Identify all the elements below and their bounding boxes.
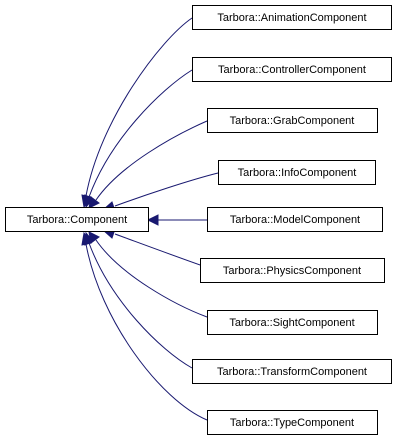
edge-controller (88, 69, 193, 198)
arrow-model (146, 214, 159, 226)
derived-class-label: Tarbora::InfoComponent (238, 167, 357, 179)
edge-animation (85, 17, 193, 197)
derived-class-label: Tarbora::GrabComponent (230, 115, 355, 127)
edge-physics (114, 233, 204, 267)
derived-class-label: Tarbora::SightComponent (229, 317, 354, 329)
derived-class-node-physics[interactable]: Tarbora::PhysicsComponent (200, 258, 385, 283)
derived-class-node-info[interactable]: Tarbora::InfoComponent (218, 160, 376, 185)
derived-class-label: Tarbora::TransformComponent (217, 366, 367, 378)
base-class-label: Tarbora::Component (27, 214, 127, 226)
edge-sight (95, 239, 208, 318)
derived-class-node-type[interactable]: Tarbora::TypeComponent (207, 410, 378, 435)
derived-class-node-transform[interactable]: Tarbora::TransformComponent (192, 359, 392, 384)
derived-class-label: Tarbora::AnimationComponent (217, 12, 366, 24)
edge-type (85, 243, 208, 421)
derived-class-label: Tarbora::ModelComponent (230, 214, 360, 226)
edge-info (114, 172, 219, 207)
derived-class-label: Tarbora::TypeComponent (230, 417, 354, 429)
edge-transform (88, 242, 193, 369)
derived-class-node-sight[interactable]: Tarbora::SightComponent (207, 310, 378, 335)
derived-class-label: Tarbora::ControllerComponent (218, 64, 366, 76)
arrow-type (81, 231, 92, 246)
derived-class-node-model[interactable]: Tarbora::ModelComponent (207, 207, 383, 232)
derived-class-node-controller[interactable]: Tarbora::ControllerComponent (192, 57, 392, 82)
base-class-node[interactable]: Tarbora::Component (5, 207, 149, 232)
arrow-grab (88, 196, 100, 209)
inheritance-edges (85, 17, 219, 421)
edge-grab (95, 120, 208, 201)
derived-class-node-grab[interactable]: Tarbora::GrabComponent (207, 108, 378, 133)
derived-class-label: Tarbora::PhysicsComponent (223, 265, 361, 277)
derived-class-node-animation[interactable]: Tarbora::AnimationComponent (192, 5, 392, 30)
